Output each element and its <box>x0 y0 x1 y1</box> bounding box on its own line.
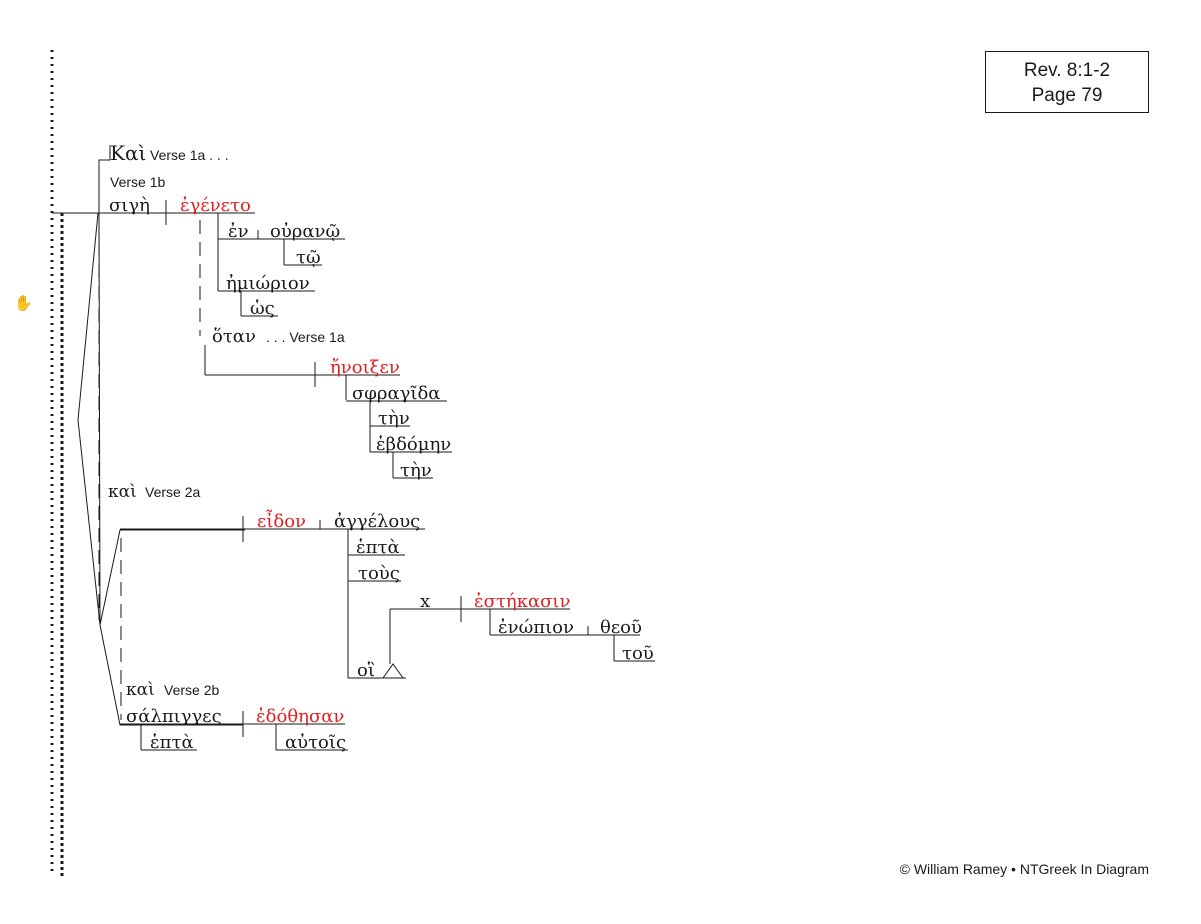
word-tous: τοὺς <box>358 563 400 584</box>
word-ten-2: τὴν <box>400 460 432 481</box>
clause-2b-link <box>99 624 243 726</box>
label-verse-1b: Verse 1b <box>110 174 165 190</box>
word-hestekasin: ἑστήκασιν <box>474 591 570 612</box>
word-enoixen: ἤνοιξεν <box>330 357 400 378</box>
reference-box: Rev. 8:1-2 Page 79 <box>985 51 1149 113</box>
word-hepta-1: ἑπτὰ <box>356 537 400 558</box>
hand-cursor-icon: ✋ <box>14 294 33 312</box>
word-edothesan: ἐδόθησαν <box>256 706 344 727</box>
word-angelous: ἀγγέλους <box>334 511 420 532</box>
reference-verse: Rev. 8:1-2 <box>1023 60 1111 81</box>
label-hotan-verse-1a: . . . Verse 1a <box>266 329 345 345</box>
word-en: ἐν <box>228 221 249 242</box>
kai-1a-connector <box>98 145 111 175</box>
word-hebdomen: ἑβδόμην <box>376 434 451 455</box>
word-enopion: ἐνώπιον <box>498 617 574 638</box>
word-kai-2a: καὶ <box>108 482 137 502</box>
label-verse-1a: Verse 1a . . . <box>150 147 229 163</box>
word-tou: τοῦ <box>622 643 654 664</box>
word-hepta-2: ἑπτὰ <box>150 732 194 753</box>
copyright-notice: © William Ramey • NTGreek In Diagram <box>899 861 1149 877</box>
word-x: x <box>420 591 430 612</box>
word-egeneto: ἐγένετο <box>180 195 251 216</box>
word-ourano: οὐρανῷ <box>270 221 340 242</box>
word-hemiorion: ἡμιώριον <box>226 273 310 294</box>
word-sphragida: σφραγῖδα <box>352 383 440 404</box>
reference-page: Page 79 <box>1031 85 1103 106</box>
label-verse-2b: Verse 2b <box>164 682 219 698</box>
word-autois: αὐτοῖς <box>285 732 346 753</box>
word-salpinges: σάλπιγγες <box>126 706 222 727</box>
word-sige: σιγὴ <box>109 195 150 216</box>
word-theou: θεοῦ <box>600 617 642 638</box>
word-to: τῷ <box>296 247 321 268</box>
word-hotan: ὅταν <box>212 326 256 347</box>
word-hos: ὡς <box>250 298 275 319</box>
word-hoi: οἳ <box>357 659 375 681</box>
word-kai-2b: καὶ <box>126 680 155 700</box>
clause-2a-link <box>99 529 245 626</box>
word-eidon: εἶδον <box>257 508 306 532</box>
word-kai-1a: Καὶ <box>110 141 146 165</box>
compound-spine <box>77 212 101 626</box>
label-verse-2a: Verse 2a <box>145 484 200 500</box>
word-ten-1: τὴν <box>378 408 410 429</box>
